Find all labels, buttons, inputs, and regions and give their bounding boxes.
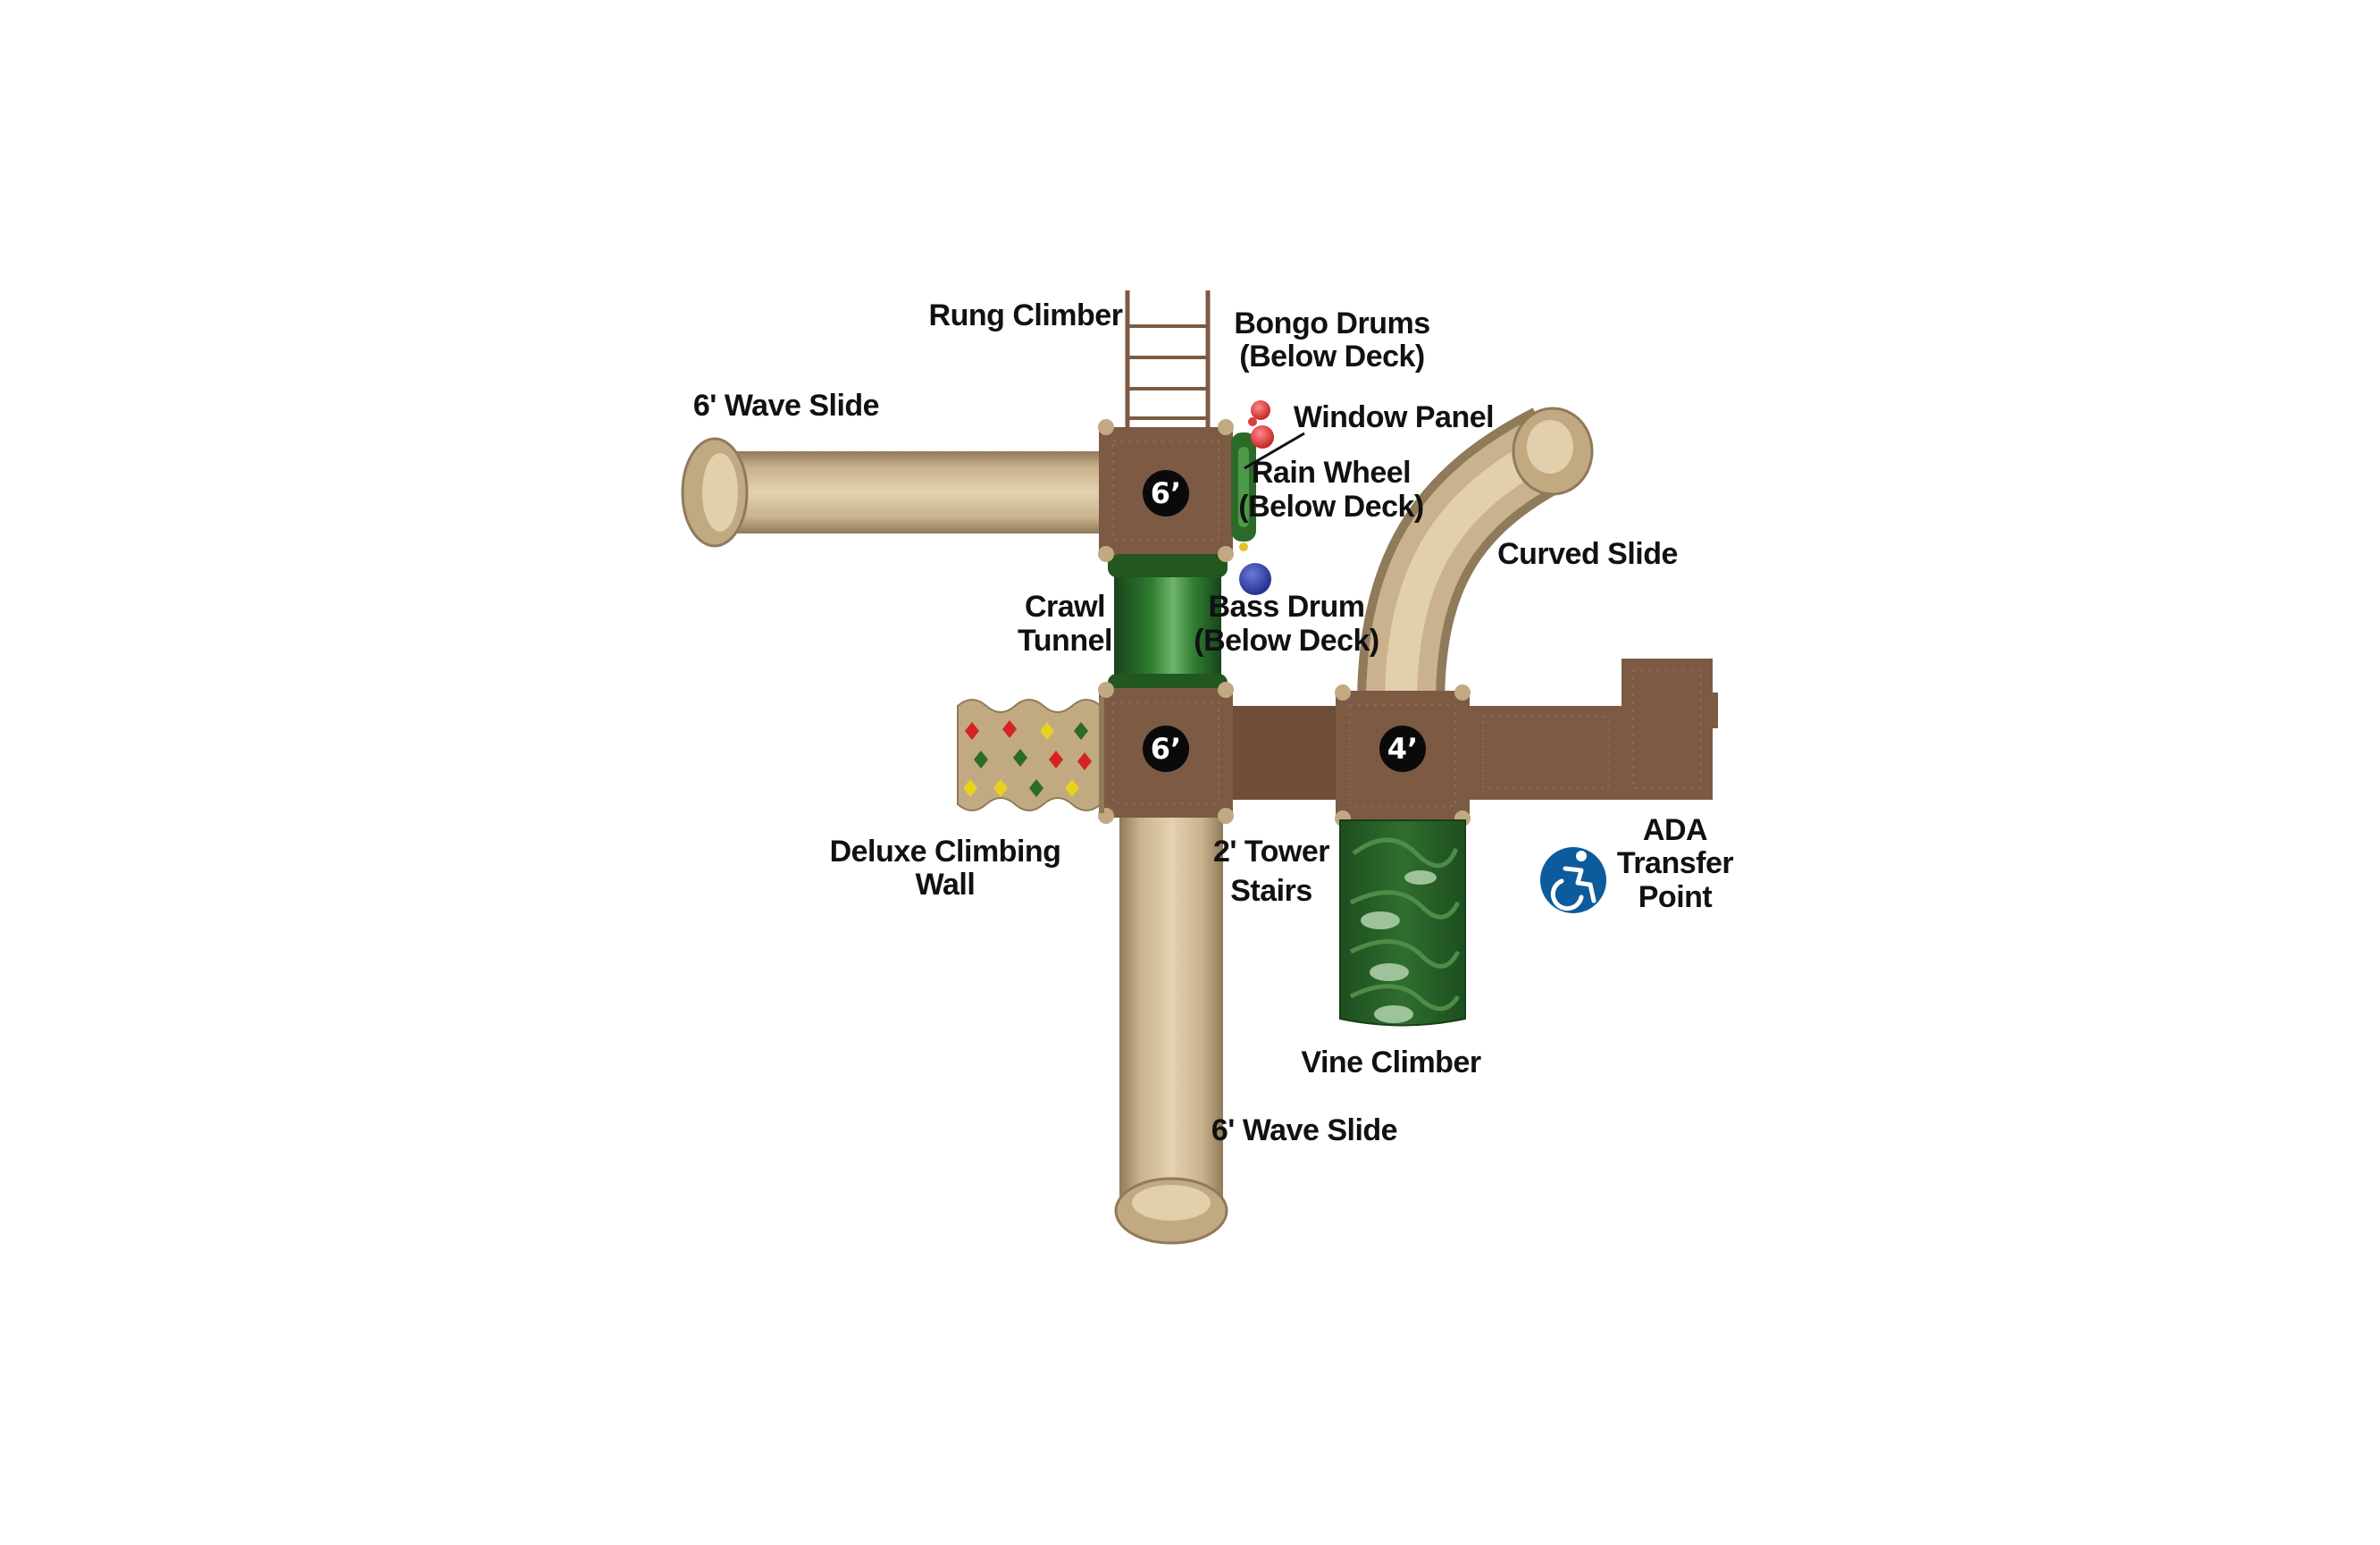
label-rain-wheel: Rain Wheel [1252, 456, 1411, 490]
label-tower-stairs: 2' Tower [1213, 835, 1329, 869]
wave-slide-bottom [1114, 818, 1228, 1245]
label-crawl-tunnel-sub: Tunnel [1018, 624, 1112, 658]
bongo-drums [1248, 400, 1274, 449]
label-rain-wheel-sub: (Below Deck) [1238, 490, 1424, 524]
deck-height-label: 6’ [1151, 476, 1181, 510]
label-ada-point: Point [1638, 880, 1713, 914]
label-climbing-wall: Deluxe Climbing [830, 835, 1061, 869]
rain-wheel-marker [1239, 542, 1248, 551]
curved-slide [1357, 407, 1594, 707]
label-rung-climber: Rung Climber [929, 298, 1123, 332]
label-bongo-drums-sub: (Below Deck) [1239, 340, 1425, 374]
deluxe-climbing-wall [957, 697, 1104, 813]
label-climbing-wall-sub: Wall [916, 868, 976, 902]
ada-transfer-platform [1470, 659, 1718, 800]
label-curved-slide: Curved Slide [1497, 537, 1678, 571]
label-ada: ADA [1643, 813, 1707, 847]
label-crawl-tunnel: Crawl [1025, 590, 1105, 624]
deck-height-label: 4’ [1387, 732, 1418, 766]
label-ada-transfer: Transfer [1617, 846, 1733, 880]
label-window-panel: Window Panel [1294, 400, 1494, 434]
climbing-holds [963, 720, 1092, 797]
accessibility-icon [1540, 847, 1606, 913]
wave-slide-left [681, 437, 1117, 548]
bass-drum [1239, 563, 1271, 595]
label-bongo-drums: Bongo Drums [1234, 306, 1429, 340]
label-vine-climber: Vine Climber [1301, 1045, 1480, 1079]
rung-climber [1125, 290, 1211, 427]
label-tower-stairs-sub: Stairs [1230, 874, 1312, 908]
deck-height-label: 6’ [1151, 732, 1181, 766]
label-bass-drum-sub: (Below Deck) [1194, 624, 1379, 658]
deck-right: 4’ [1335, 684, 1471, 827]
label-wave-slide-bottom: 6' Wave Slide [1211, 1113, 1397, 1147]
deck-top-left: 6’ [1098, 419, 1234, 562]
label-bass-drum: Bass Drum [1208, 590, 1364, 624]
label-wave-slide-left: 6' Wave Slide [693, 389, 879, 423]
deck-bottom-left: 6’ [1098, 682, 1234, 824]
walkway [1233, 706, 1336, 800]
window-panel-leader [1244, 432, 1305, 470]
vine-climber [1339, 819, 1466, 1027]
